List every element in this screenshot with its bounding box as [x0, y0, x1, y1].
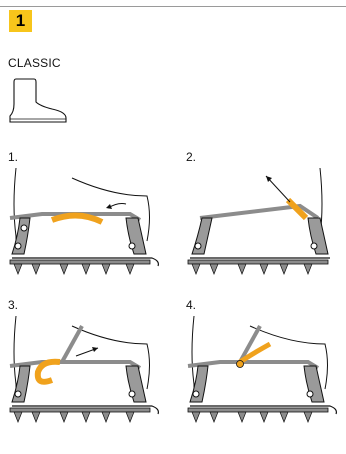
panel-3-label: 3.: [8, 298, 18, 312]
panel-2-label: 2.: [186, 150, 196, 164]
binding-type-label: CLASSIC: [8, 56, 61, 70]
panel-2-illustration: [180, 166, 340, 284]
top-divider: [0, 6, 346, 7]
step-number: 1: [16, 11, 25, 31]
panel-4-illustration: [180, 314, 340, 432]
panel-3-illustration: [2, 314, 162, 432]
panel-1-illustration: [2, 166, 162, 284]
step-badge: 1: [9, 10, 32, 32]
classic-boot-icon: [6, 76, 70, 126]
panel-1-label: 1.: [8, 150, 18, 164]
panel-4-label: 4.: [186, 298, 196, 312]
